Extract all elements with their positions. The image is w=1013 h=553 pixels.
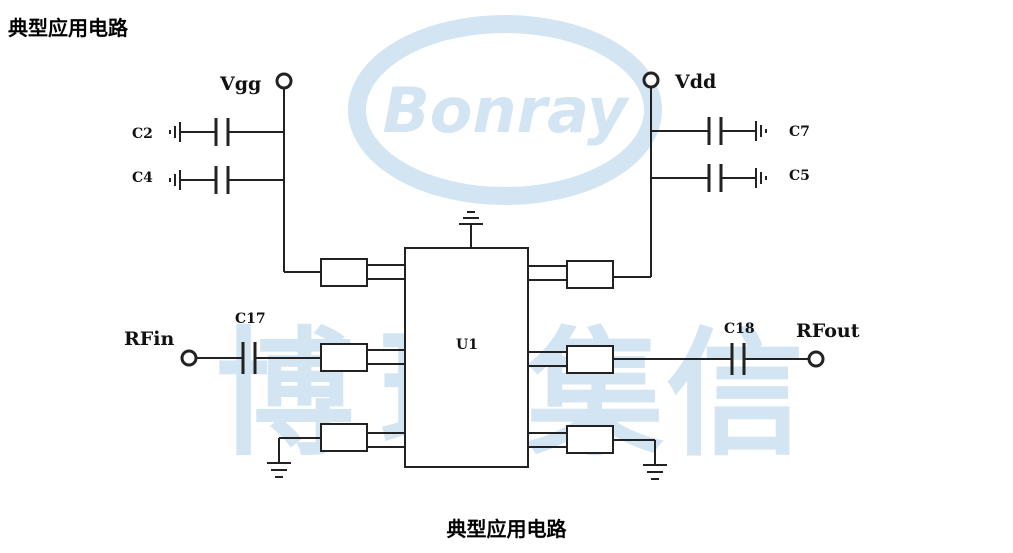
- vdd-label: Vdd: [674, 71, 716, 93]
- c18-capacitor: [730, 343, 746, 375]
- c18-label: C18: [724, 321, 755, 337]
- vgg-rail: [228, 88, 321, 273]
- watermark-char-4: 信: [666, 314, 804, 475]
- right-pins: [528, 265, 567, 448]
- vgg-terminal: [275, 72, 293, 90]
- page-heading: 典型应用电路: [8, 16, 128, 40]
- right-box-vdd: [566, 260, 614, 289]
- c2-ground-symbol: [169, 122, 181, 142]
- figure-caption: 典型应用电路: [446, 517, 567, 541]
- u1-chip: [404, 247, 529, 468]
- watermark-logo-text: Bonray: [383, 74, 630, 147]
- vdd-rail: [613, 88, 709, 278]
- c7-ground-symbol: [755, 121, 767, 141]
- right-box-gnd: [566, 425, 614, 454]
- c5-label: C5: [789, 168, 810, 184]
- u1-label: U1: [456, 337, 478, 353]
- rfin-terminal: [180, 349, 198, 367]
- c4-capacitor: [180, 166, 230, 194]
- right-box-rfout: [566, 345, 614, 374]
- vgg-label: Vgg: [219, 73, 261, 95]
- c7-label: C7: [789, 124, 810, 140]
- left-box-vgg: [320, 258, 368, 287]
- rfin-label: RFin: [124, 328, 174, 350]
- c7-capacitor: [707, 117, 756, 145]
- left-box-rfin: [320, 343, 368, 372]
- c4-ground-symbol: [169, 170, 181, 190]
- c2-label: C2: [132, 126, 153, 142]
- left-bottom-ground-symbol: [267, 437, 321, 478]
- left-pins: [367, 264, 405, 448]
- c4-label: C4: [132, 170, 153, 186]
- c17-label: C17: [235, 311, 266, 327]
- c2-capacitor: [180, 118, 230, 146]
- chip-top-ground-symbol: [459, 211, 483, 248]
- c17-capacitor: [241, 342, 257, 374]
- right-bottom-ground-symbol: [613, 439, 667, 480]
- watermark-logo-ellipse: [348, 15, 662, 205]
- rfout-label: RFout: [796, 320, 860, 342]
- c5-capacitor: [707, 164, 756, 192]
- c5-ground-symbol: [755, 168, 767, 188]
- left-box-gnd: [320, 423, 368, 452]
- vdd-terminal: [642, 71, 660, 89]
- rfout-terminal: [807, 350, 825, 368]
